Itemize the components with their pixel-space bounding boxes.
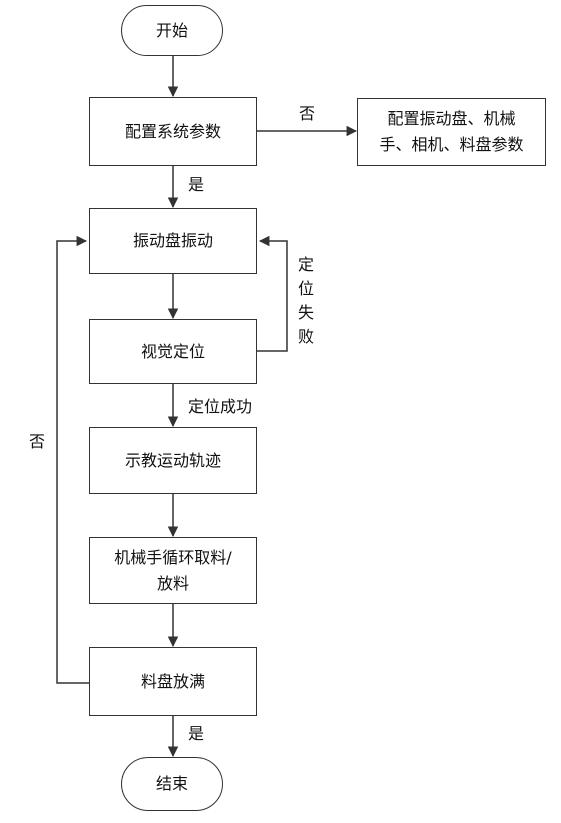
teach-label: 示教运动轨迹 (124, 450, 221, 470)
start-node: 开始 (121, 5, 223, 56)
config-params-node: 配置系统参数 (89, 97, 257, 166)
edge-label-config-yes: 是 (188, 175, 205, 194)
vision-node: 视觉定位 (89, 319, 257, 384)
edge-label-locate-fail: 定位失败 (297, 255, 314, 346)
robot-label: 机械手循环取料/ 放料 (114, 547, 232, 593)
arrow-tray-no-loop (56, 235, 89, 684)
vibrate-node: 振动盘振动 (89, 208, 257, 274)
tray-full-label: 料盘放满 (140, 671, 205, 691)
start-label: 开始 (155, 20, 188, 40)
edge-label-tray-no: 否 (29, 432, 46, 451)
edge-label-tray-yes: 是 (188, 724, 205, 743)
arrow-vision-fail-loop (257, 235, 288, 352)
tray-full-node: 料盘放满 (89, 647, 257, 716)
edge-label-locate-success: 定位成功 (188, 397, 253, 416)
robot-node: 机械手循环取料/ 放料 (89, 537, 257, 604)
vision-label: 视觉定位 (140, 341, 205, 361)
edge-label-config-no: 否 (299, 104, 316, 123)
config-params-label: 配置系统参数 (124, 121, 221, 141)
end-label: 结束 (155, 774, 188, 793)
vibrate-label: 振动盘振动 (132, 231, 213, 250)
end-node: 结束 (121, 757, 223, 811)
config-devices-node: 配置振动盘、机械 手、相机、料盘参数 (357, 98, 546, 166)
teach-node: 示教运动轨迹 (89, 427, 257, 494)
config-devices-label: 配置振动盘、机械 手、相机、料盘参数 (379, 109, 524, 154)
